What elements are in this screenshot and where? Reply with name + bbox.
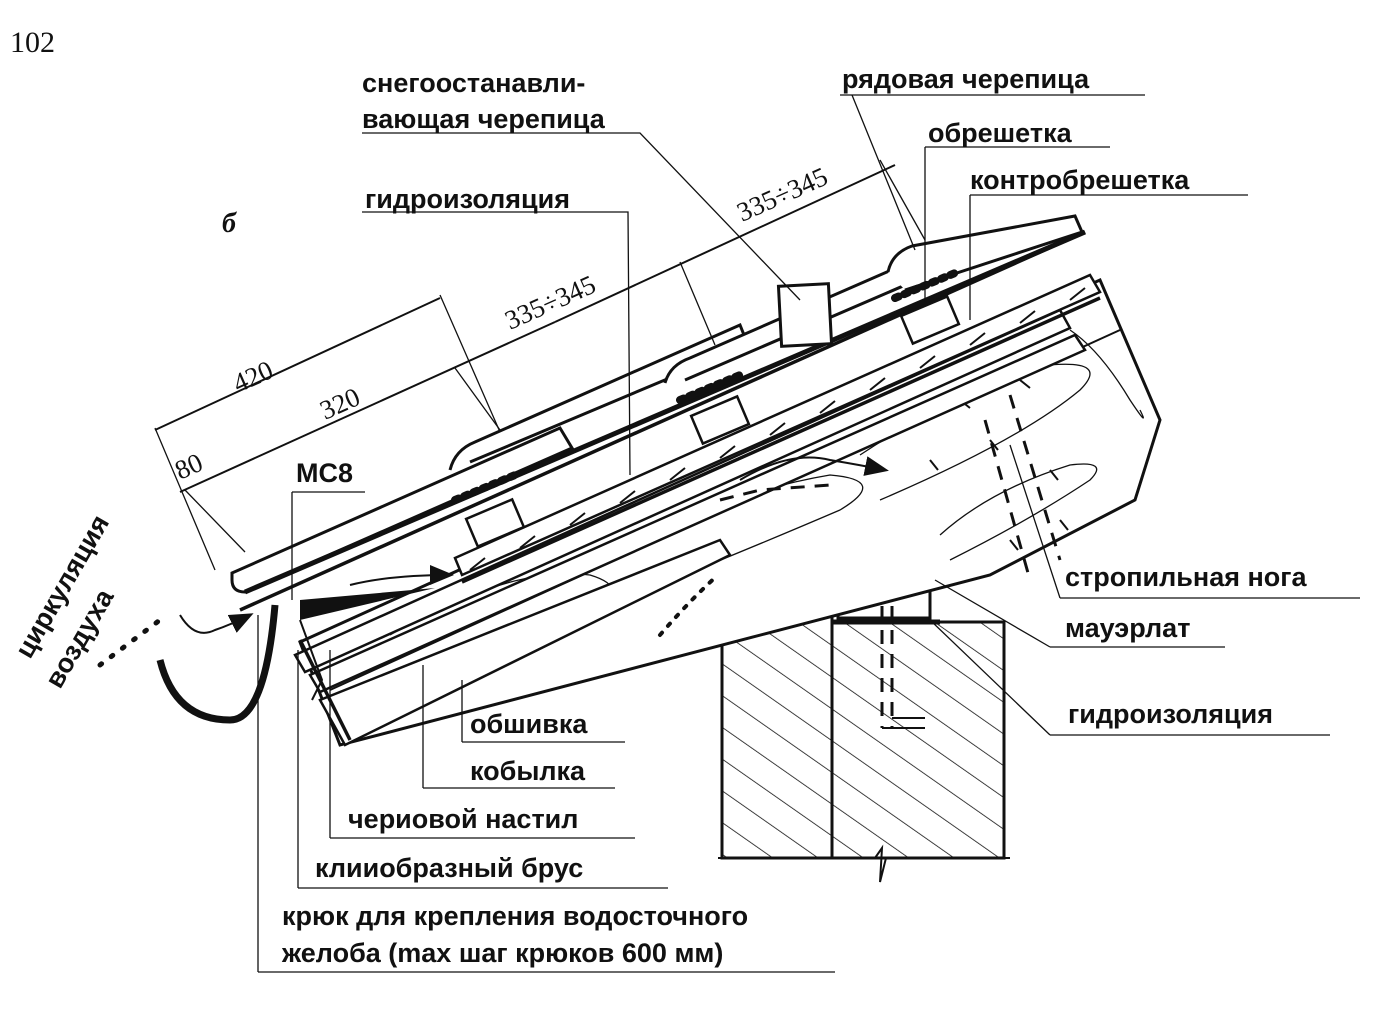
leader-lines (257, 94, 1360, 973)
dimension-lines (154, 159, 926, 571)
page-number: 102 (10, 26, 55, 59)
label-gutter-hook-line1: крюк для крепления водосточного (282, 901, 748, 931)
label-waterproofing-top: гидроизоляция (365, 184, 570, 214)
label-rafter: стропильная нога (1065, 562, 1308, 592)
label-battens: обрешетка (928, 118, 1073, 148)
eaves-vent-strip (300, 588, 435, 620)
air-flow-arrows (97, 456, 889, 668)
label-soffit: обшивка (470, 709, 588, 739)
label-rough-deck: чериовой настил (348, 804, 578, 834)
label-gutter-hook-line2: желоба (max шаг крюков 600 мм) (281, 938, 723, 968)
dim-335-lower: 335÷345 (500, 269, 600, 335)
figure-letter: б (222, 208, 237, 239)
label-snow-tile-line2: вающая черепица (362, 104, 606, 134)
label-sprocket: кобылка (470, 756, 586, 786)
label-mc8: МС8 (296, 458, 353, 488)
counter-batten-strip (453, 273, 1102, 584)
dim-80: 80 (170, 447, 207, 485)
label-wall-plate: мауэрлат (1065, 613, 1190, 643)
gutter-hook (156, 604, 279, 724)
label-waterproofing-bottom: гидроизоляция (1068, 699, 1273, 729)
rough-deck-and-soffit (293, 308, 1087, 747)
label-wedge-beam: клииобразный брус (315, 853, 583, 883)
dim-320: 320 (315, 382, 364, 426)
snow-guard (776, 282, 834, 348)
label-row-tile: рядовая черепица (842, 64, 1090, 94)
label-counter-battens: контробрешетка (970, 165, 1190, 195)
label-snow-tile-line1: снегоостанавли- (362, 68, 585, 98)
